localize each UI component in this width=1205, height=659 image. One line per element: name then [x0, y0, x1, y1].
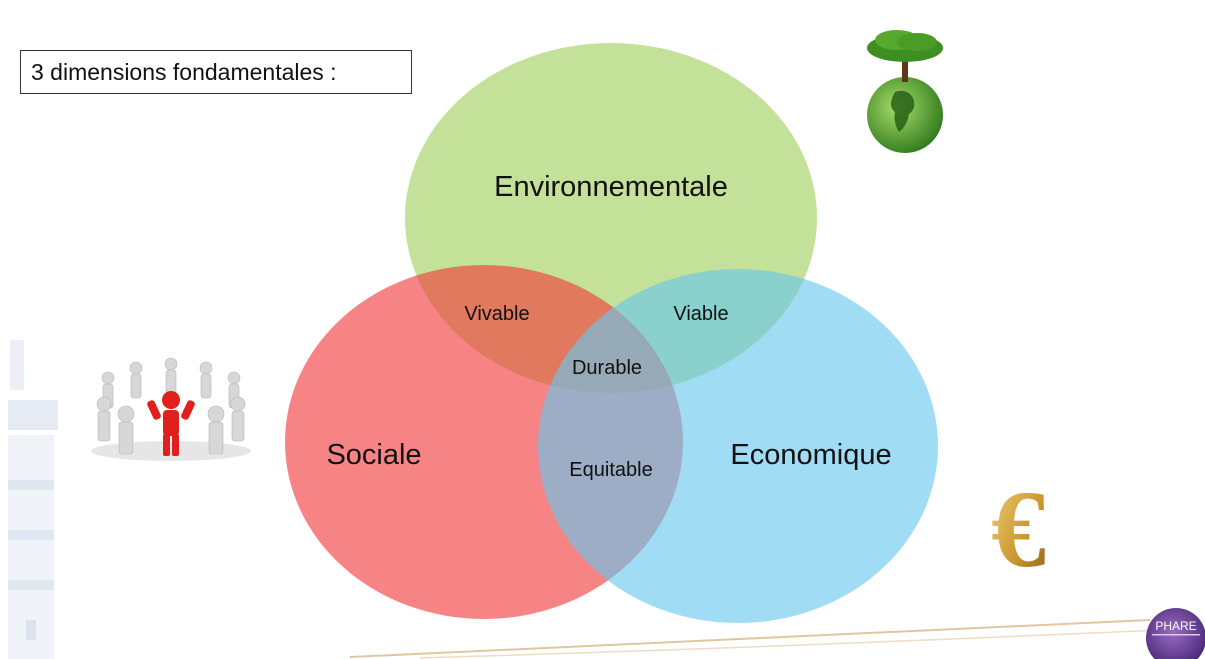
economic-label: Economique: [730, 439, 891, 471]
euro-icon: €: [991, 470, 1046, 580]
slide-title-text: 3 dimensions fondamentales :: [31, 58, 337, 85]
people-circle-icon: [91, 357, 251, 461]
decorative-swoosh: [349, 619, 1161, 659]
slide-title: 3 dimensions fondamentales :: [20, 50, 412, 94]
social-label: Sociale: [326, 439, 421, 471]
phare-logo-text: PHARE: [1155, 619, 1196, 633]
lighthouse-icon: [8, 340, 58, 659]
earth-tree-icon: [867, 30, 943, 153]
overlap-viable-label: Viable: [673, 303, 728, 325]
overlap-durable-label: Durable: [572, 357, 642, 379]
phare-logo-icon: PHARE: [1146, 608, 1205, 659]
environment-label: Environnementale: [494, 171, 728, 203]
economic-circle: [538, 269, 938, 623]
overlap-vivable-label: Vivable: [464, 303, 529, 325]
overlap-equitable-label: Equitable: [569, 459, 652, 481]
svg-text:€: €: [991, 470, 1046, 580]
